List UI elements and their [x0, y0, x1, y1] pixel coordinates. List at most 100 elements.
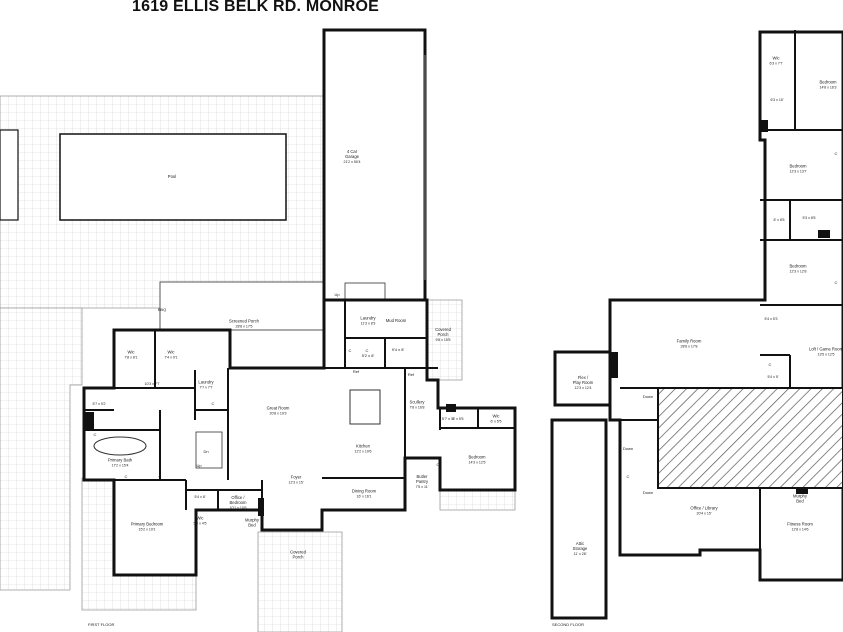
room-dimension: 5'3 x 8'5 — [802, 216, 815, 220]
room-name: Storage — [573, 546, 588, 551]
room-closet-10: 10'3 x 7'7 — [144, 382, 159, 386]
room-dimension: 10'3 x 7'7 — [144, 382, 159, 386]
room-dimension: 9'8 x 15'5 — [435, 338, 450, 342]
room-bath-mid: 8' x 8'5 — [773, 218, 784, 222]
room-dimension: 11'3 x 8'3 — [361, 322, 376, 326]
plan-mark-ref-1: Ref — [353, 369, 360, 374]
room-name: Office / — [231, 495, 245, 500]
room-name: Covered — [435, 327, 451, 332]
room-dimension: 5'4 x 8' — [194, 495, 205, 499]
plan-mark-c2-2: C — [835, 280, 838, 285]
room-name: Primary Bath — [108, 457, 133, 462]
first-floor: FIRST FLOOR — [0, 28, 517, 632]
plan-mark-down-1: Down — [643, 394, 653, 399]
room-name: Bedroom — [230, 500, 248, 505]
room-name: 4 Car — [347, 149, 358, 154]
room-dimension: 20'8 x 19'3 — [269, 412, 286, 416]
room-dimension: 6'3 x 15' — [770, 98, 783, 102]
plan-mark-c2-4: C — [627, 474, 630, 479]
bathtub — [93, 436, 147, 456]
room-wic-small: Wic 5'4 x 4'5 — [193, 515, 206, 525]
room-dimension: 6'3 x 7'7 — [769, 62, 782, 66]
room-dimension: 5'4 x 4'5 — [193, 522, 206, 526]
room-name: Flex / — [578, 375, 589, 380]
upper-block-4 — [818, 230, 830, 238]
room-dimension: 12'3 x 12'4 — [574, 386, 591, 390]
room-name: Foyer — [291, 474, 302, 479]
room-name: Office / Library — [690, 505, 718, 510]
room-name: Porch — [438, 332, 450, 337]
plan-mark-down-2: Down — [623, 446, 633, 451]
room-name: Wic — [128, 349, 135, 354]
room-dimension: 11' x 28' — [574, 552, 587, 556]
upper-block-2 — [796, 488, 808, 494]
room-mud-room: Mud Room — [386, 318, 407, 323]
room-closet-3: 5'4 x 5'3 — [764, 317, 777, 321]
page-title: 1619 ELLIS BELK RD. MONROE — [132, 0, 380, 15]
plan-mark-dn-foyer: Dn — [203, 449, 208, 454]
room-name: Bedroom — [820, 79, 838, 84]
room-dimension: 15'2 x 19'1 — [138, 528, 155, 532]
room-name: Murphy — [245, 517, 260, 522]
room-name: Mud Room — [386, 318, 407, 323]
room-dimension: 7'5 x 11' — [416, 485, 429, 489]
room-name: Murphy — [793, 493, 808, 498]
room-dimension: 7'4 x 9'1 — [164, 356, 177, 360]
room-dimension: 12'2 x 19'6 — [354, 450, 371, 454]
room-name: Loft / Game Room — [809, 346, 843, 351]
upper-walls — [620, 30, 843, 550]
room-name: Scullery — [410, 399, 426, 404]
plan-mark-ref-2: Ref — [408, 372, 415, 377]
garage-stair — [344, 282, 386, 300]
plan-mark-dim-d: 9'4 x 8' — [392, 347, 405, 352]
foyer-stair — [195, 431, 223, 469]
room-name: Laundry — [198, 379, 214, 384]
room-dimension: 14'8 x 16'3 — [819, 86, 836, 90]
room-dimension: 7'8 x 16'8 — [409, 406, 424, 410]
wall-block-1 — [84, 412, 94, 430]
room-primary-bedroom: Primary Bedroom 15'2 x 19'1 — [131, 521, 164, 531]
room-name: Primary Bedroom — [131, 521, 164, 526]
room-name: Wic — [493, 413, 500, 418]
side-patio — [0, 307, 83, 591]
room-name: Pantry — [416, 479, 429, 484]
room-name: Wic — [197, 515, 204, 520]
attic-outline — [550, 418, 608, 620]
room-name: Bedroom — [790, 163, 808, 168]
room-closet-far-left: 5'7 x 9'2 — [92, 402, 105, 406]
room-bedroom-1: Bedroom 14'8 x 16'3 — [819, 79, 837, 89]
room-closet-left: 5'4 x 8' — [194, 495, 205, 499]
interior-walls — [84, 300, 515, 510]
room-name: Bed — [796, 499, 804, 504]
plan-mark-c-6: C — [125, 474, 128, 479]
room-name: Kitchen — [356, 443, 371, 448]
plan-mark-up-foyer: Up — [196, 463, 202, 468]
pool-edge-left — [0, 129, 19, 221]
kitchen-island — [349, 389, 381, 425]
room-name: Porch — [293, 555, 305, 560]
screened-porch — [159, 281, 327, 331]
room-dimension: 5'4 x 5' — [767, 375, 778, 379]
room-bath-right: 8' x 5'5 — [452, 417, 463, 421]
room-name: Dining Room — [352, 488, 377, 493]
room-dimension: 8' x 8'5 — [773, 218, 784, 222]
